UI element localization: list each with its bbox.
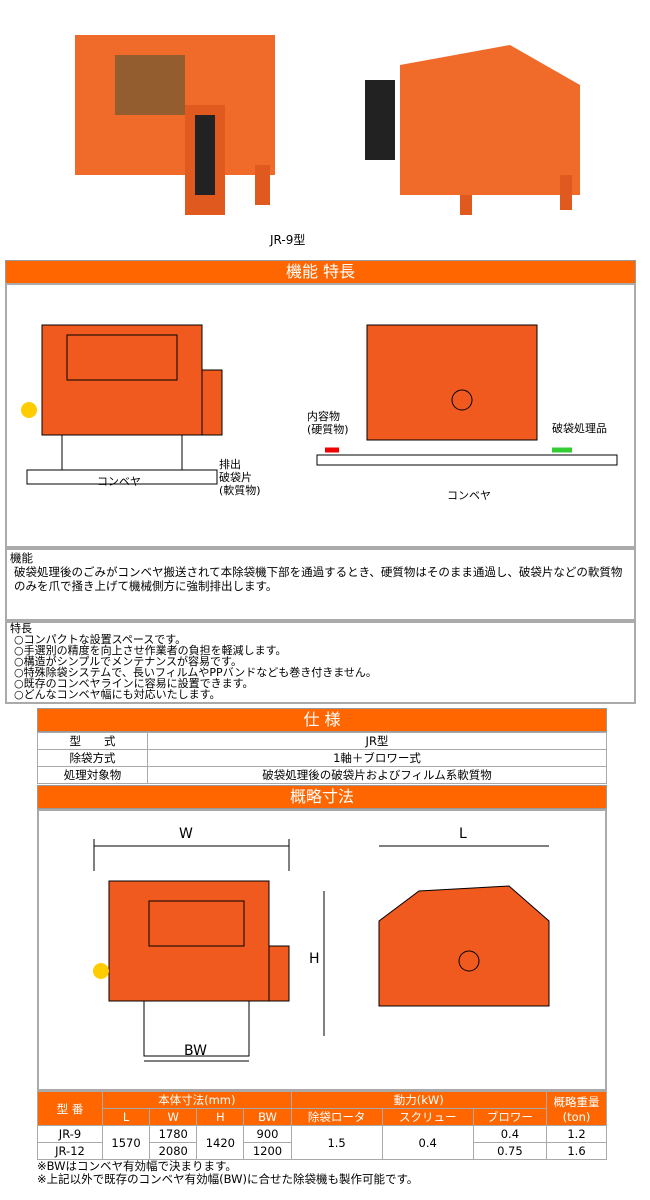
dim-h: H xyxy=(309,951,320,967)
label-hard: 内容物(硬質物) xyxy=(307,410,349,436)
dims-drawing: W L H BW xyxy=(37,809,607,1091)
section-title-function: 機能 特長 xyxy=(5,260,636,284)
dim-l: L xyxy=(459,826,467,842)
label-conveyor-right: コンベヤ xyxy=(447,489,491,502)
function-text: 機能破袋処理後のごみがコンベヤ搬送されて本除袋機下部を通過するとき、硬質物はその… xyxy=(5,548,636,621)
dim-w: W xyxy=(179,826,193,842)
label-conveyor: コンベヤ xyxy=(97,475,141,488)
machine-photo-2 xyxy=(365,45,580,215)
dims-title: 概略寸法 xyxy=(37,785,607,809)
spec-title: 仕 様 xyxy=(37,708,607,732)
features-list: 特長 ○コンパクトな設置スペースです。○手選別の精度を向上させ作業者の負担を軽減… xyxy=(5,621,636,704)
photo-caption: JR-9型 xyxy=(270,233,306,247)
label-discharge: 排出破袋片(軟質物) xyxy=(219,458,261,497)
machine-photo-1 xyxy=(75,35,275,215)
function-diagram: コンベヤ 排出破袋片(軟質物) 内容物(硬質物) 破袋処理品 コンベヤ xyxy=(5,283,636,548)
notes: ※BWはコンベヤ有効幅で決まります。※上記以外で既存のコンベヤ有効幅(BW)に合… xyxy=(37,1159,419,1186)
label-processed: 破袋処理品 xyxy=(552,422,607,435)
dim-bw: BW xyxy=(184,1043,207,1059)
